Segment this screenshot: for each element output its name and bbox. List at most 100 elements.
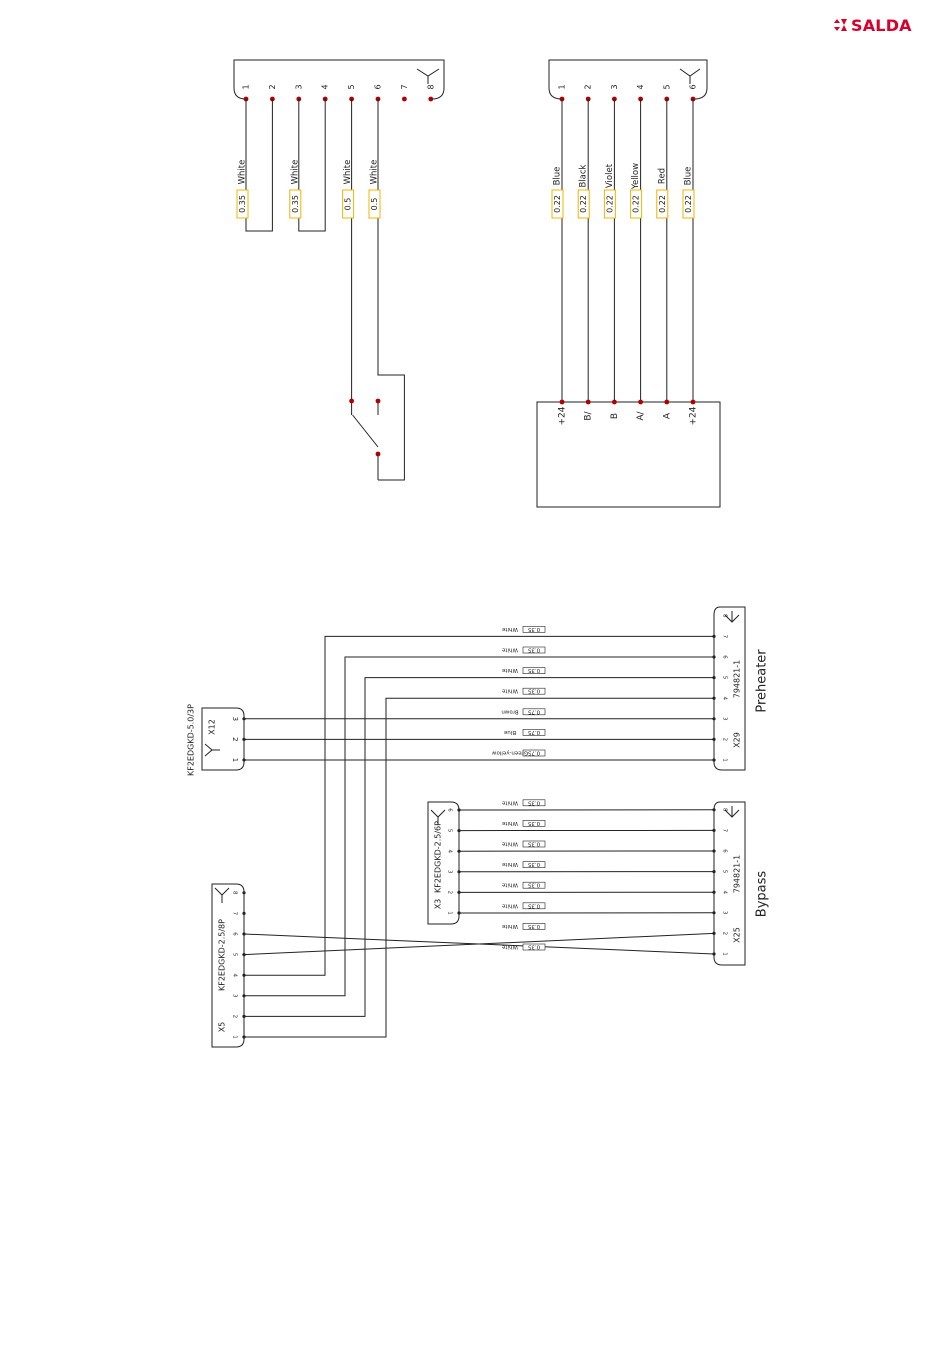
wire-gauge-box <box>522 729 546 736</box>
plug-icon <box>214 887 230 903</box>
wire <box>244 697 714 1038</box>
pin-number: 7 <box>232 912 238 916</box>
wire-gauge-box <box>368 189 381 219</box>
pin-number: 3 <box>722 911 728 915</box>
wire-color-label: White <box>501 667 518 673</box>
pin-number: 2 <box>722 738 728 742</box>
salda-logo-icon <box>831 19 847 31</box>
pin-number: 4 <box>722 696 728 700</box>
wire-gauge-label: 0.35 <box>527 647 540 653</box>
wire-gauge-label: 0.35 <box>527 882 540 888</box>
pin-number: 4 <box>232 973 238 977</box>
wire-color-label: Black <box>579 164 589 187</box>
terminal-dot <box>585 399 591 405</box>
switch-contact <box>375 451 381 457</box>
pin-number: 8 <box>722 808 728 812</box>
wire-gauge-label: 0.22 <box>553 195 562 213</box>
pin-number: 3 <box>232 994 238 998</box>
plug-icon <box>724 806 740 818</box>
wire-gauge-label: 0.22 <box>658 195 667 213</box>
terminal-dot <box>690 399 696 405</box>
wire-gauge-box <box>630 189 643 219</box>
pin-number: 3 <box>294 84 303 89</box>
top-left-connector-body <box>233 59 445 100</box>
pin-dot <box>402 96 407 102</box>
wire-gauge-label: 0.35 <box>527 841 540 847</box>
pin-dot <box>457 870 461 874</box>
pin-number: 2 <box>232 1015 238 1019</box>
pin-number: 2 <box>722 932 728 936</box>
wire-gauge-box <box>522 820 546 827</box>
pin-number: 6 <box>722 849 728 853</box>
wire-color-label: Blue <box>684 167 694 186</box>
wire-color-label: Brown <box>501 708 519 714</box>
x5-type: KF2EDGKD-2.5/8P <box>218 919 227 991</box>
wire-color-label: White <box>501 882 518 888</box>
wire-gauge-box <box>551 189 564 219</box>
x3-name: X3 <box>434 899 443 910</box>
wire-color-label: White <box>501 902 518 908</box>
wire-color-label: White <box>501 923 518 929</box>
wire-gauge-box <box>522 923 546 930</box>
wire-gauge-box <box>522 667 546 674</box>
pin-number: 4 <box>722 890 728 894</box>
wire-gauge-label: 0.35 <box>527 688 540 694</box>
wire-gauge-label: 0.22 <box>605 195 614 213</box>
terminal-label: A/ <box>636 410 646 420</box>
pin-number: 1 <box>558 84 567 89</box>
wire-gauge-label: 0.22 <box>632 195 641 213</box>
pin-number: 4 <box>321 84 330 89</box>
wire-loop-3-4 <box>298 99 326 232</box>
wire-color-label: White <box>238 160 248 185</box>
pin-number: 7 <box>400 84 409 89</box>
pin-number: 8 <box>426 84 435 89</box>
terminal-dot <box>638 399 643 405</box>
x12-type: KF2EDGKD-5.0/3P <box>187 704 196 776</box>
wire-gauge-label: 0.22 <box>579 195 588 213</box>
wire-gauge-box <box>522 840 546 848</box>
wire-gauge-label: 0.5 <box>344 198 353 211</box>
wire-gauge-box <box>522 749 546 757</box>
pin-number: 2 <box>231 737 239 741</box>
wire-gauge-label: 0.35 <box>527 902 540 908</box>
wire-gauge-box <box>289 189 302 219</box>
top-right-connector-body <box>548 59 708 100</box>
wire-gauge-box <box>236 189 249 219</box>
wire <box>244 656 714 997</box>
terminal-dot <box>612 399 617 405</box>
wire-gauge-box <box>522 943 546 951</box>
wire-gauge-label: 0.22 <box>684 195 693 213</box>
wire-color-label: White <box>501 841 518 847</box>
terminal-dot <box>559 399 565 405</box>
wire-gauge-label: 0.5 <box>370 198 379 211</box>
wire-gauge-box <box>577 189 590 219</box>
x5-name: X5 <box>218 1022 227 1033</box>
wire-gauge-box <box>522 902 546 910</box>
pin-number: 3 <box>231 717 239 721</box>
pin-number: 7 <box>722 829 728 833</box>
wire-gauge-label: 0.35 <box>527 667 540 673</box>
wire-loop-1-2 <box>245 99 273 232</box>
pin-dot <box>428 96 434 102</box>
x12-name: X12 <box>208 719 217 735</box>
wire-gauge-label: 0.75 <box>527 750 540 756</box>
x29-label: Preheater <box>755 649 770 713</box>
switch-contact <box>349 398 354 404</box>
pin-dot <box>457 849 461 853</box>
wire-color-label: White <box>501 944 518 950</box>
pin-number: 8 <box>232 891 238 895</box>
x29-connector-body <box>713 606 746 771</box>
wire-gauge-box <box>522 626 546 633</box>
pin-number: 6 <box>232 932 238 936</box>
wire-gauge-box <box>522 861 546 868</box>
terminal-label: A <box>662 412 672 419</box>
wire-gauge-box <box>522 708 546 716</box>
pin-number: 3 <box>447 870 453 874</box>
wire-gauge-label: 0.35 <box>527 626 540 632</box>
pin-dot <box>242 891 246 895</box>
wire-pin-6 <box>377 99 405 481</box>
pin-number: 1 <box>232 1035 238 1039</box>
plug-icon <box>724 611 740 623</box>
terminal-dot <box>664 399 670 405</box>
